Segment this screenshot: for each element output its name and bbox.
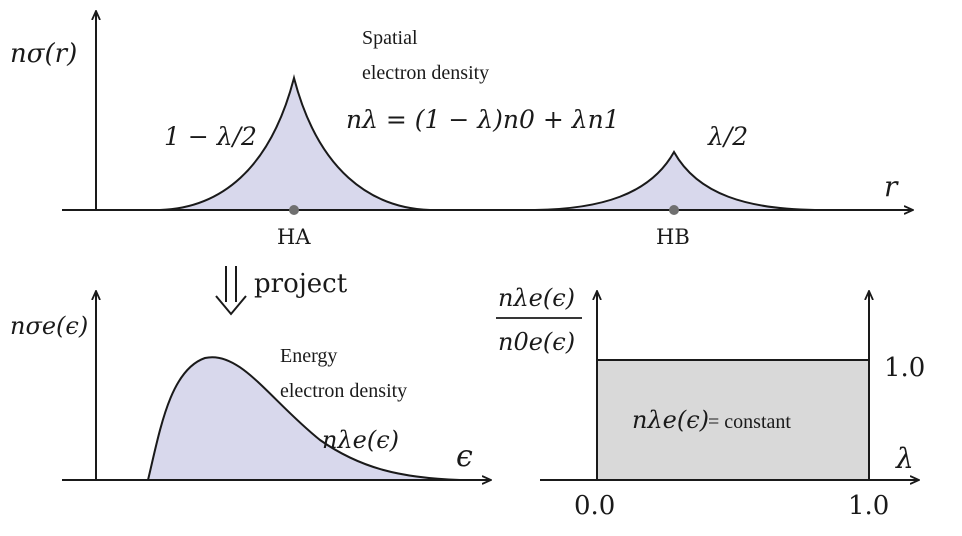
bl-y-label: nσe(ϵ) — [10, 312, 88, 340]
peak-b-outline — [534, 149, 816, 211]
left-weight-label: 1 − λ/2 — [164, 122, 257, 151]
x-tick-1: 1.0 — [848, 491, 889, 521]
box-label-text: = constant — [708, 411, 791, 433]
ratio-numerator: nλe(ϵ) — [498, 284, 575, 312]
peak-b-curve — [535, 152, 815, 210]
top-x-label: r — [884, 170, 899, 203]
site-b-label: HB — [656, 225, 690, 249]
spatial-caption-line1: Spatial — [362, 27, 418, 49]
ratio-value-label: 1.0 — [884, 353, 925, 383]
energy-curve-label: nλe(ϵ) — [322, 426, 399, 454]
energy-density-curve — [147, 356, 461, 481]
site-b-dot — [669, 205, 679, 215]
peak-a-outline — [159, 74, 431, 211]
br-x-label: λ — [895, 442, 914, 475]
spatial-density-panel: nσ(r) r Spatial electron density nλ = (1… — [10, 12, 912, 249]
top-y-label: nσ(r) — [10, 39, 77, 69]
energy-density-fill — [148, 357, 460, 480]
right-weight-label: λ/2 — [707, 122, 748, 151]
ratio-denominator: n0e(ϵ) — [498, 328, 575, 356]
bl-x-label: ϵ — [456, 439, 473, 474]
ratio-panel: nλe(ϵ) n0e(ϵ) 1.0 λ nλe(ϵ) = constant 0.… — [496, 284, 925, 521]
project-arrow: project — [215, 266, 348, 316]
energy-density-panel: nσe(ϵ) ϵ Energy electron density nλe(ϵ) — [10, 292, 490, 480]
energy-caption-line2: electron density — [280, 380, 407, 402]
peak-a-curve — [160, 78, 430, 210]
project-label: project — [254, 269, 348, 299]
box-label-math: nλe(ϵ) — [632, 406, 709, 434]
site-a-label: HA — [277, 225, 311, 249]
energy-caption-line1: Energy — [280, 345, 337, 367]
mixing-equation: nλ = (1 − λ)n0 + λn1 — [346, 105, 620, 134]
spatial-caption-line2: electron density — [362, 62, 489, 84]
site-a-dot — [289, 205, 299, 215]
x-tick-0: 0.0 — [574, 491, 615, 521]
